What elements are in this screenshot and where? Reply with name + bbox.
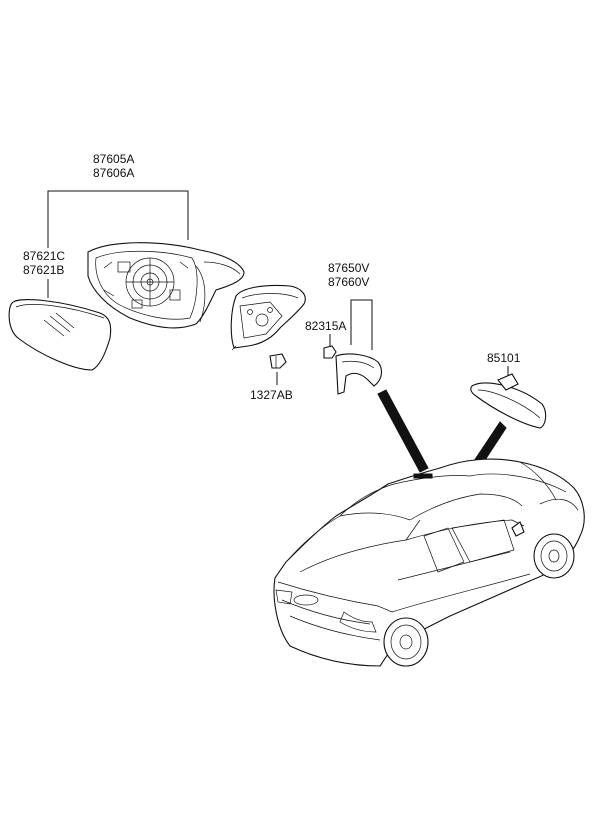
leader-lines — [47, 190, 509, 385]
mirror-actuator — [117, 257, 181, 309]
label-87605a: 87605A — [93, 152, 134, 166]
inside-mirror — [470, 373, 547, 429]
mirror-cover — [335, 353, 383, 395]
label-82315a: 82315A — [305, 319, 346, 333]
label-85101: 85101 — [487, 351, 521, 365]
car-illustration — [273, 458, 585, 667]
label-87650v: 87650V — [328, 261, 369, 275]
label-87621b: 87621B — [23, 263, 64, 277]
label-87660v: 87660V — [328, 275, 369, 289]
label-87621c: 87621C — [23, 249, 65, 263]
mirror-glass — [8, 299, 112, 371]
nut — [323, 345, 337, 359]
label-87606a: 87606A — [93, 166, 134, 180]
label-1327ab: 1327AB — [250, 388, 293, 402]
mirror-base — [230, 284, 306, 351]
bolt — [269, 353, 287, 369]
outside-mirror-housing — [87, 242, 245, 329]
